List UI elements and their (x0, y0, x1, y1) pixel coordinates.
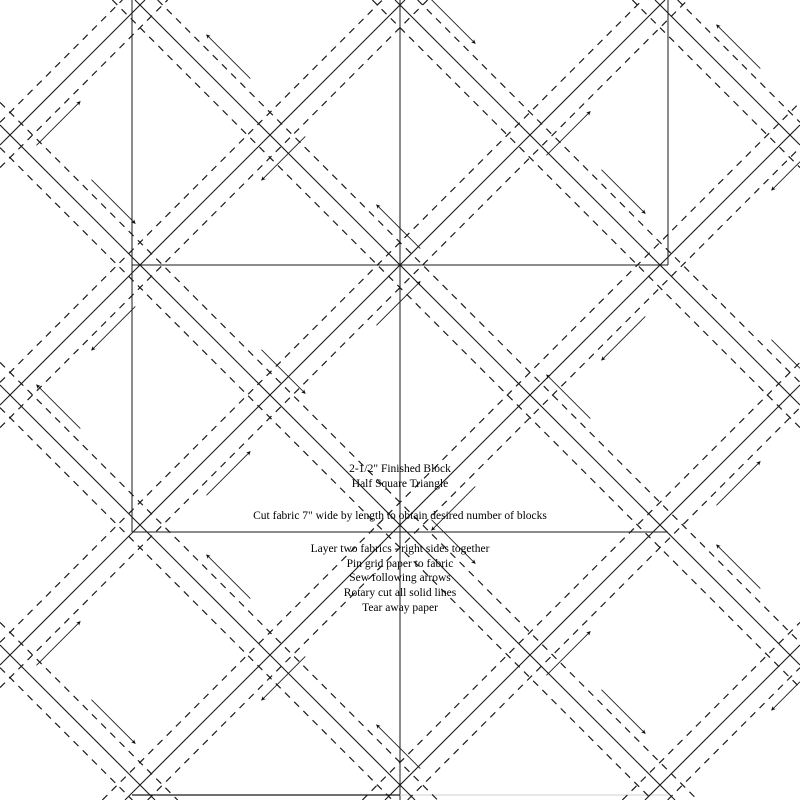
straight-grid-lines (131, 0, 669, 800)
step-tear-paper: Tear away paper (362, 601, 438, 614)
block-title: 2-1/2" Finished Block Half Square Triang… (0, 462, 800, 491)
fabric-cut-instruction: Cut fabric 7" wide by length to obtain d… (0, 509, 800, 524)
block-type: Half Square Triangle (351, 477, 449, 490)
instruction-steps: Layer two fabrics - right sides together… (0, 542, 800, 616)
step-pin-paper: Pin grid paper to fabric (346, 557, 454, 570)
cut-fabric-text: Cut fabric 7" wide by length to obtain d… (253, 510, 547, 522)
finished-block-size: 2-1/2" Finished Block (349, 463, 451, 475)
step-layer-fabrics: Layer two fabrics - right sides together (310, 543, 490, 555)
step-rotary-cut: Rotary cut all solid lines (343, 587, 457, 600)
step-sew-arrows: Sew following arrows (349, 572, 451, 585)
sewing-direction-arrows (36, 0, 800, 769)
